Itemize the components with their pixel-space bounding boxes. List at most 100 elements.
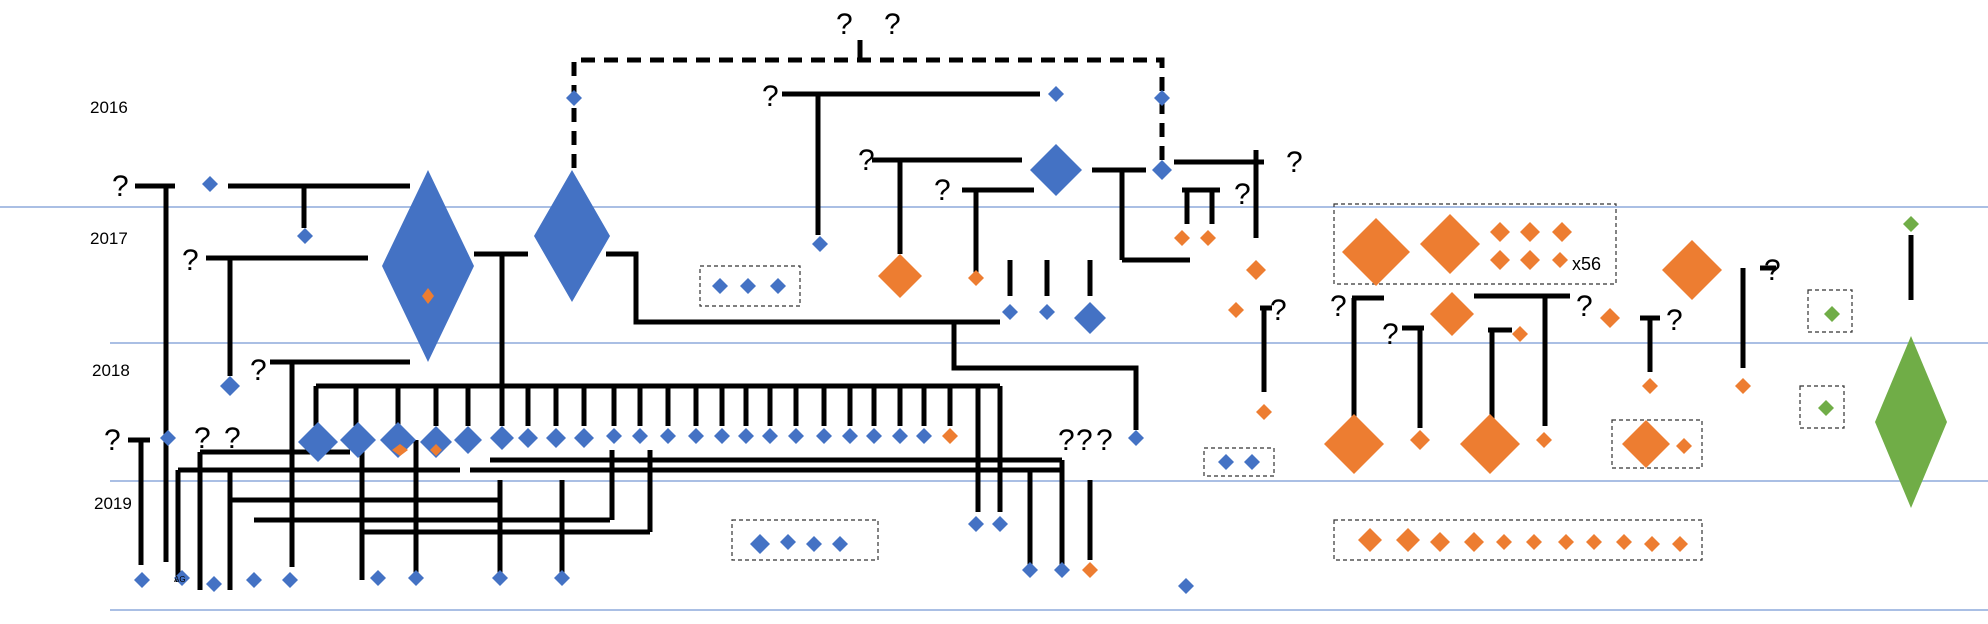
blue-node: [206, 576, 222, 592]
year-label-2019: 2019: [94, 494, 132, 513]
unknown-parent-mark: ?: [1286, 146, 1303, 179]
orange-node: [1512, 326, 1528, 342]
unknown-parent-mark: ?: [1666, 304, 1683, 337]
orange-node: [878, 254, 922, 298]
blue-node: [420, 426, 452, 458]
blue-node: [1048, 86, 1064, 102]
unknown-parent-mark: ?: [1058, 424, 1075, 457]
orange-node: [942, 428, 958, 444]
orange-node: [1420, 214, 1480, 274]
orange-node: [392, 444, 408, 456]
blue-node: [1178, 578, 1194, 594]
blue-node: [1218, 454, 1234, 470]
blue-node: [174, 570, 190, 586]
orange-node: [1430, 292, 1474, 336]
orange-node: [1586, 534, 1602, 550]
year-label-2018: 2018: [92, 361, 130, 380]
unknown-parent-mark: ?: [1270, 294, 1287, 327]
blue-node: [134, 572, 150, 588]
orange-node: [1490, 250, 1510, 270]
blue-node: [788, 428, 804, 444]
blue-node: [490, 426, 514, 450]
orange-node: [1246, 260, 1266, 280]
blue-node: [606, 428, 622, 444]
count-label: x56: [1572, 254, 1601, 274]
orange-node: [1228, 302, 1244, 318]
orange-node: [1616, 534, 1632, 550]
blue-node: [780, 534, 796, 550]
group-box: [1333, 203, 1617, 285]
orange-node: [1552, 252, 1568, 268]
green-node: [1875, 336, 1947, 508]
blue-node: [546, 428, 566, 448]
orange-node: [1552, 222, 1572, 242]
group-box: [1611, 419, 1703, 469]
lineage-nodes: [134, 86, 1947, 594]
orange-node: [1672, 536, 1688, 552]
connector-lines: [128, 40, 1914, 590]
blue-node: [806, 536, 822, 552]
blue-node: [1244, 454, 1260, 470]
blue-node: [712, 278, 728, 294]
orange-node: [1662, 240, 1722, 300]
orange-node: [1622, 420, 1670, 468]
unknown-parent-mark: ?: [1764, 254, 1781, 287]
orange-node: [1644, 536, 1660, 552]
blue-node: [1022, 562, 1038, 578]
orange-node: [430, 444, 442, 456]
blue-node: [160, 430, 176, 446]
blue-node: [992, 516, 1008, 532]
blue-node: [1154, 90, 1170, 106]
unknown-parent-mark: ?: [1382, 318, 1399, 351]
unknown-parent-mark: ?: [250, 354, 267, 387]
group-box: [1807, 289, 1853, 333]
blue-node: [246, 572, 262, 588]
unknown-parent-mark: ?: [1234, 178, 1251, 211]
orange-node: [1496, 534, 1512, 550]
dashed-loop: [571, 57, 1165, 168]
group-box: [1799, 385, 1845, 429]
blue-node: [812, 236, 828, 252]
blue-node: [1002, 304, 1018, 320]
unknown-parent-mark: ?: [1330, 290, 1347, 323]
blue-node: [566, 90, 582, 106]
group-box: [1333, 519, 1703, 561]
orange-node: [1324, 414, 1384, 474]
blue-node: [1074, 302, 1106, 334]
blue-node: [454, 426, 482, 454]
unknown-parent-mark: ?: [112, 170, 129, 203]
blue-node: [282, 572, 298, 588]
orange-node: [1526, 534, 1542, 550]
orange-node: [1642, 378, 1658, 394]
connector-line: [606, 251, 1000, 325]
unknown-parent-mark: ?: [194, 422, 211, 455]
blue-node: [968, 516, 984, 532]
blue-node: [750, 534, 770, 554]
unknown-parent-mark: ?: [1096, 424, 1113, 457]
blue-node: [298, 422, 338, 462]
orange-node: [1735, 378, 1751, 394]
green-node: [1824, 306, 1840, 322]
orange-node: [1676, 438, 1692, 454]
blue-node: [816, 428, 832, 444]
unknown-parent-mark: ?: [224, 422, 241, 455]
blue-node: [518, 428, 538, 448]
blue-node: [892, 428, 908, 444]
unknown-parent-mark: ?: [884, 8, 901, 41]
orange-node: [422, 288, 434, 304]
blue-node: [762, 428, 778, 444]
unknown-parent-mark: ?: [1576, 290, 1593, 323]
blue-node: [738, 428, 754, 444]
group-boxes: [699, 203, 1853, 561]
orange-node: [1358, 528, 1382, 552]
blue-node: [1054, 562, 1070, 578]
blue-node: [916, 428, 932, 444]
orange-node: [1460, 414, 1520, 474]
group-box: [731, 519, 879, 561]
unknown-parent-mark: ?: [934, 174, 951, 207]
blue-node: [1152, 160, 1172, 180]
blue-node: [340, 422, 376, 458]
connector-line: [951, 322, 1139, 430]
blue-node: [832, 536, 848, 552]
